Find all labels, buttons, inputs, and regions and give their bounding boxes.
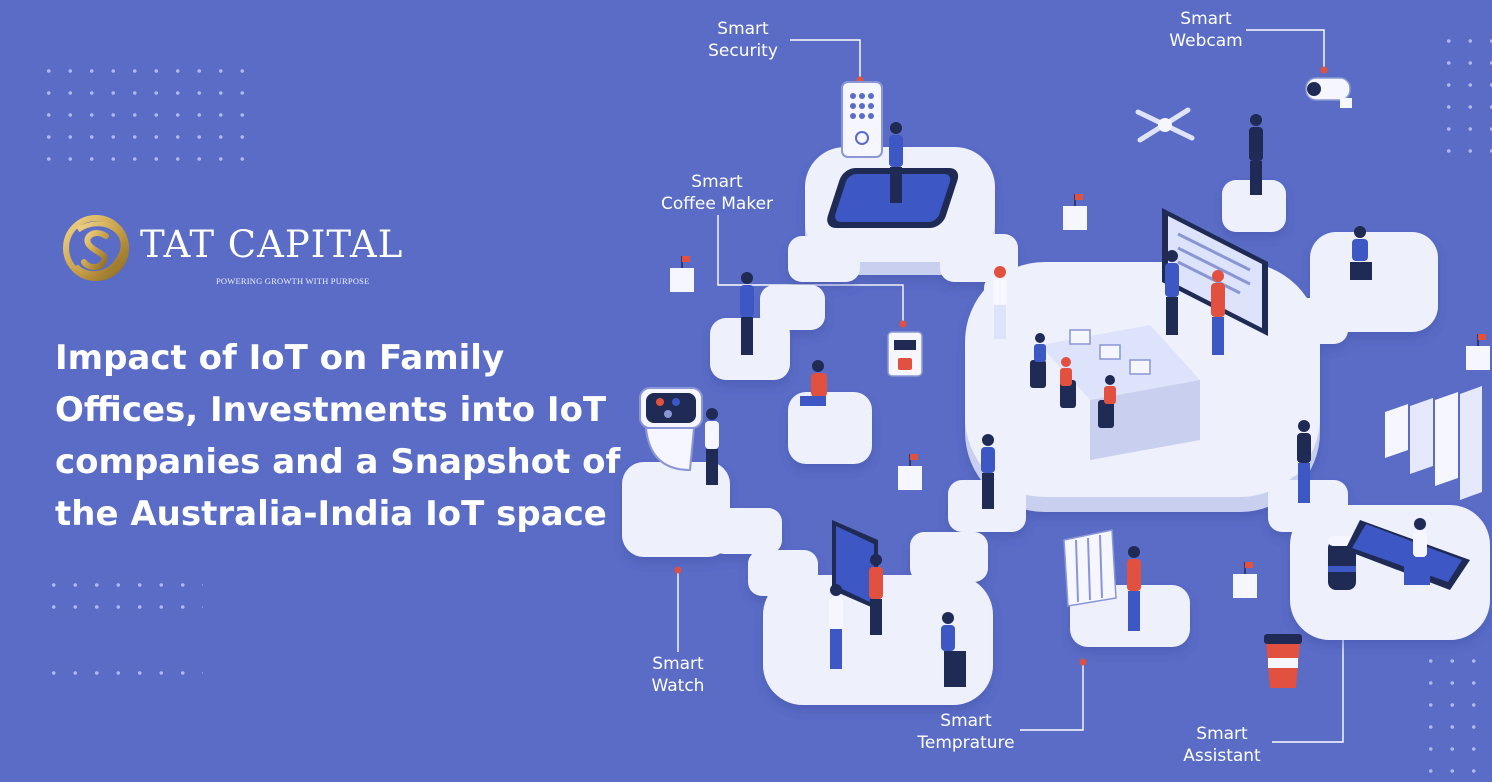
callout-smart-coffee-maker-line-2: Coffee Maker [660,194,774,214]
callout-smart-assistant-line-1: Smart [1196,724,1248,744]
callout-smart-webcam-line-2: Webcam [1169,31,1243,51]
title-line-1: Impact of IoT on Family [55,338,505,378]
callout-smart-assistant: Smart Assistant [1172,723,1272,767]
brand-name: TAT CAPITAL [140,223,404,266]
smart-watch-icon [639,387,703,472]
callout-smart-webcam: Smart Webcam [1160,8,1252,52]
smart-coffee-maker-icon [887,331,923,377]
callout-smart-webcam-line-1: Smart [1180,9,1232,29]
dot-grid-bottom-right [1420,650,1492,782]
dot-grid-top-left [38,60,258,170]
smart-security-keypad-icon [841,81,883,158]
tablet-kiosk-icon [832,520,878,610]
people-figures-icon [705,114,1430,687]
callout-smart-security-line-2: Security [708,41,778,61]
callout-smart-security: Smart Security [700,18,786,62]
dot-grid-bottom-left-1 [43,574,203,618]
smart-webcam-icon [1305,77,1352,108]
title-line-3: companies and a Snapshot of [55,442,621,482]
callout-smart-watch-line-2: Watch [651,676,705,696]
callout-smart-temperature: Smart Temprature [906,710,1026,754]
page-title: Impact of IoT on Family Offices, Investm… [55,332,635,540]
laptop-platform-icon [1345,520,1470,590]
brand-tagline: POWERING GROWTH WITH PURPOSE [216,276,370,286]
callout-smart-temperature-line-2: Temprature [917,733,1015,753]
drone-icon [1135,107,1195,143]
smart-temperature-unit-icon [1063,529,1117,607]
company-logo: TAT CAPITAL POWERING GROWTH WITH PURPOSE [58,208,408,288]
title-line-4: the Australia-India IoT space [55,494,607,534]
title-line-2: Offices, Investments into IoT [55,390,607,430]
callout-smart-watch: Smart Watch [642,653,714,697]
callout-smart-assistant-line-2: Assistant [1183,746,1261,766]
callout-smart-watch-line-1: Smart [652,654,704,674]
coffee-cup-icon [1264,634,1302,688]
callout-smart-temperature-line-1: Smart [940,711,992,731]
callout-smart-security-line-1: Smart [717,19,769,39]
dot-grid-top-right [1438,30,1492,162]
callout-smart-coffee-maker-line-1: Smart [691,172,743,192]
flag-markers-icon [670,194,1490,598]
dot-grid-bottom-left-2 [43,662,203,684]
callout-smart-coffee-maker: Smart Coffee Maker [652,171,782,215]
logo-emblem-icon [63,215,129,281]
office-desks-icon [1030,325,1200,460]
bar-chart-decoration-icon [1385,386,1482,500]
iot-illustration [622,29,1490,743]
